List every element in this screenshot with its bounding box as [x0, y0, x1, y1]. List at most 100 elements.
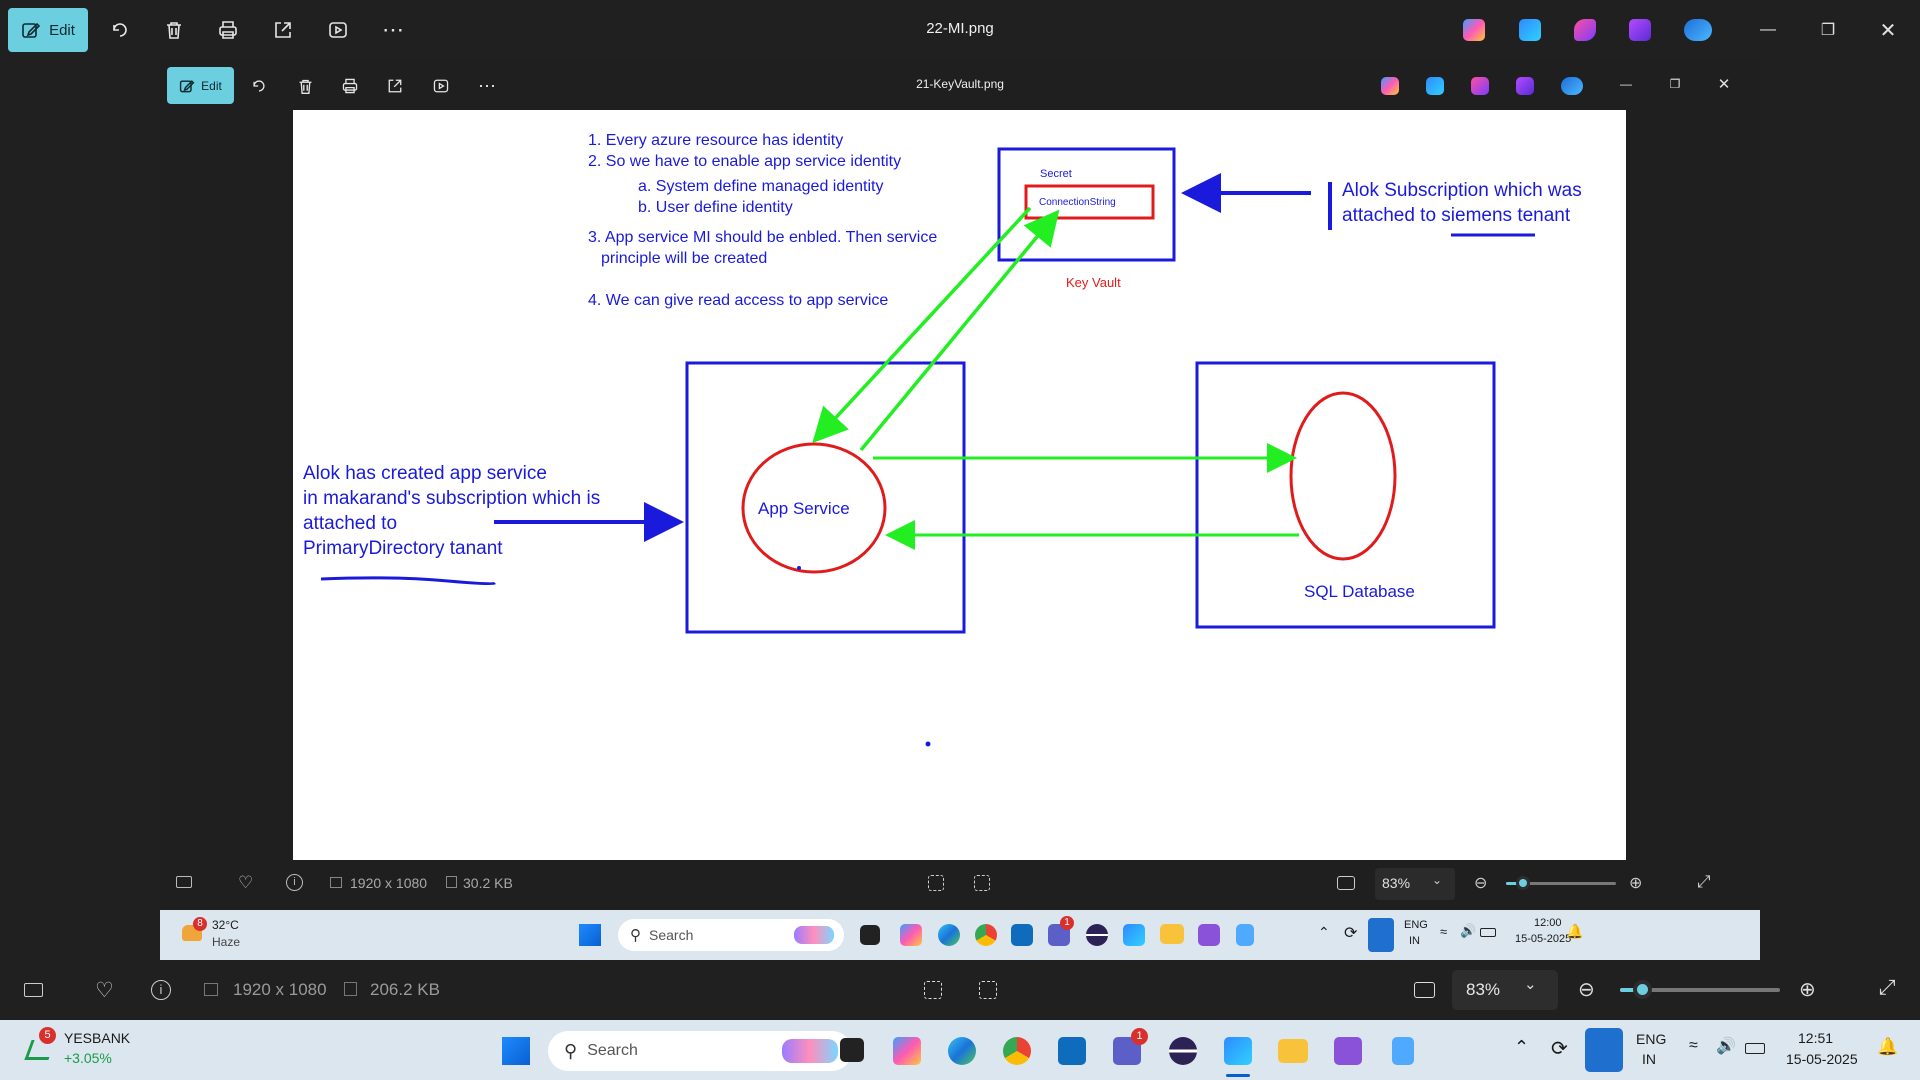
battery-icon[interactable]	[1745, 1043, 1765, 1054]
inner-explorer-icon[interactable]	[1160, 924, 1184, 944]
rotate-button[interactable]	[104, 14, 136, 46]
inner-photos-taskbar-icon[interactable]	[1123, 924, 1145, 946]
inner-fit-icon[interactable]	[1337, 876, 1355, 890]
inner-lang-1[interactable]: ENG	[1404, 919, 1428, 931]
inner-volume-icon[interactable]: 🔊	[1460, 923, 1477, 938]
inner-zoom-slider[interactable]	[1506, 882, 1616, 885]
inner-fullscreen-icon[interactable]: ⤢	[1697, 872, 1711, 891]
copilot-icon[interactable]	[1463, 19, 1485, 41]
inner-share-button[interactable]	[381, 72, 409, 100]
inner-minimize-button[interactable]: —	[1620, 77, 1632, 91]
inner-copilot-taskbar-icon[interactable]	[900, 924, 922, 946]
eclipse-icon[interactable]	[1169, 1037, 1197, 1065]
share-button[interactable]	[267, 14, 299, 46]
inner-more-button[interactable]: ⋯	[473, 72, 501, 100]
print-button[interactable]	[212, 14, 244, 46]
inner-zoom-in-icon[interactable]: ⊕	[1629, 875, 1643, 892]
inner-zoom-out-icon[interactable]: ⊖	[1474, 875, 1488, 892]
fit-icon[interactable]	[1414, 982, 1435, 998]
inner-search-box[interactable]: ⚲ Search	[618, 919, 844, 951]
start-icon[interactable]	[502, 1037, 530, 1065]
inner-taskview-icon[interactable]	[860, 925, 880, 945]
zoom-slider[interactable]	[1620, 988, 1780, 992]
close-button[interactable]: ✕	[1879, 19, 1897, 42]
zoom-in-icon[interactable]: ⊕	[1799, 979, 1816, 1001]
inner-eclipse-icon[interactable]	[1086, 924, 1108, 946]
more-button[interactable]: ⋯	[377, 14, 409, 46]
mic-button[interactable]	[1585, 1028, 1623, 1072]
inner-favorite-icon[interactable]: ♡	[238, 873, 254, 892]
inner-ocr-icon[interactable]	[974, 875, 990, 891]
inner-tray-chevron-icon[interactable]: ⌃	[1318, 924, 1330, 940]
tray-chevron-icon[interactable]: ⌃	[1514, 1037, 1530, 1057]
zoom-select[interactable]	[1452, 970, 1558, 1010]
lang-2[interactable]: IN	[1642, 1051, 1656, 1067]
inner-clock-time[interactable]: 12:00	[1534, 917, 1562, 929]
inner-wifi-icon[interactable]: ≈	[1440, 924, 1448, 939]
inner-close-button[interactable]: ✕	[1717, 76, 1731, 93]
sync-icon[interactable]: ⟳	[1551, 1038, 1568, 1060]
inner-start-icon[interactable]	[579, 924, 601, 946]
inner-battery-icon[interactable]	[1480, 928, 1496, 937]
inner-outlook-icon[interactable]	[1011, 924, 1033, 946]
notepad-icon[interactable]	[1392, 1037, 1414, 1065]
inner-visualstudio-icon[interactable]	[1198, 924, 1220, 946]
clock-time[interactable]: 12:51	[1798, 1030, 1834, 1046]
inner-chrome-icon[interactable]	[975, 924, 997, 946]
photos-taskbar-icon[interactable]	[1224, 1037, 1252, 1065]
fullscreen-icon[interactable]: ⤢	[1879, 976, 1896, 999]
info-icon[interactable]: i	[151, 980, 171, 1000]
lang-1[interactable]: ENG	[1636, 1031, 1667, 1047]
inner-delete-button[interactable]	[291, 72, 319, 100]
delete-button[interactable]	[158, 14, 190, 46]
inner-copilot-icon[interactable]	[1381, 77, 1399, 95]
inner-sync-icon[interactable]: ⟳	[1344, 925, 1358, 942]
onedrive-icon[interactable]	[1684, 19, 1712, 41]
zoom-out-icon[interactable]: ⊖	[1578, 979, 1595, 1001]
inner-photos-app-icon[interactable]	[1426, 77, 1444, 95]
clipchamp-icon[interactable]	[1629, 19, 1651, 41]
inner-notepad-icon[interactable]	[1236, 924, 1254, 946]
slideshow-button[interactable]	[322, 14, 354, 46]
minimize-button[interactable]: —	[1760, 21, 1776, 38]
outlook-icon[interactable]	[1058, 1037, 1086, 1065]
clock-date[interactable]: 15-05-2025	[1786, 1051, 1858, 1067]
chrome-icon[interactable]	[1003, 1037, 1031, 1065]
inner-notification-icon[interactable]: 🔔	[1566, 923, 1584, 939]
inner-clipchamp-icon[interactable]	[1516, 77, 1534, 95]
inner-edit-button[interactable]: Edit	[167, 67, 234, 104]
inner-slideshow-button[interactable]	[427, 72, 455, 100]
inner-print-button[interactable]	[336, 72, 364, 100]
inner-visual-search-icon[interactable]	[928, 875, 944, 891]
ocr-icon[interactable]	[979, 981, 997, 999]
inner-lang-2[interactable]: IN	[1409, 935, 1420, 947]
inner-filmstrip-icon[interactable]	[176, 876, 192, 888]
explorer-icon[interactable]	[1278, 1039, 1308, 1063]
filmstrip-icon[interactable]	[24, 983, 43, 997]
inner-onedrive-icon[interactable]	[1561, 77, 1583, 95]
inner-info-icon[interactable]: i	[286, 874, 303, 891]
edit-button[interactable]: Edit	[8, 8, 88, 52]
inner-zoom-select[interactable]	[1375, 868, 1455, 900]
photos-app-icon[interactable]	[1519, 19, 1541, 41]
designer-icon[interactable]	[1574, 19, 1596, 41]
inner-zoom-thumb[interactable]	[1516, 876, 1530, 890]
copilot-taskbar-icon[interactable]	[893, 1037, 921, 1065]
notification-icon[interactable]: 🔔	[1877, 1037, 1899, 1056]
inner-designer-icon[interactable]	[1471, 77, 1489, 95]
inner-restore-button[interactable]: ❐	[1669, 77, 1681, 91]
volume-icon[interactable]: 🔊	[1716, 1038, 1736, 1055]
search-box[interactable]: ⚲ Search	[548, 1031, 852, 1071]
inner-edge-icon[interactable]	[938, 924, 960, 946]
inner-mic-button[interactable]	[1368, 918, 1394, 952]
visual-search-icon[interactable]	[924, 981, 942, 999]
wifi-icon[interactable]: ≈	[1689, 1037, 1698, 1054]
inner-clock-date[interactable]: 15-05-2025	[1515, 933, 1572, 945]
inner-rotate-button[interactable]	[245, 72, 273, 100]
restore-button[interactable]: ❐	[1820, 22, 1836, 39]
visualstudio-icon[interactable]	[1334, 1037, 1362, 1065]
favorite-icon[interactable]: ♡	[95, 979, 114, 1002]
edge-icon[interactable]	[948, 1037, 976, 1065]
taskview-icon[interactable]	[840, 1038, 864, 1062]
zoom-thumb[interactable]	[1633, 980, 1652, 999]
